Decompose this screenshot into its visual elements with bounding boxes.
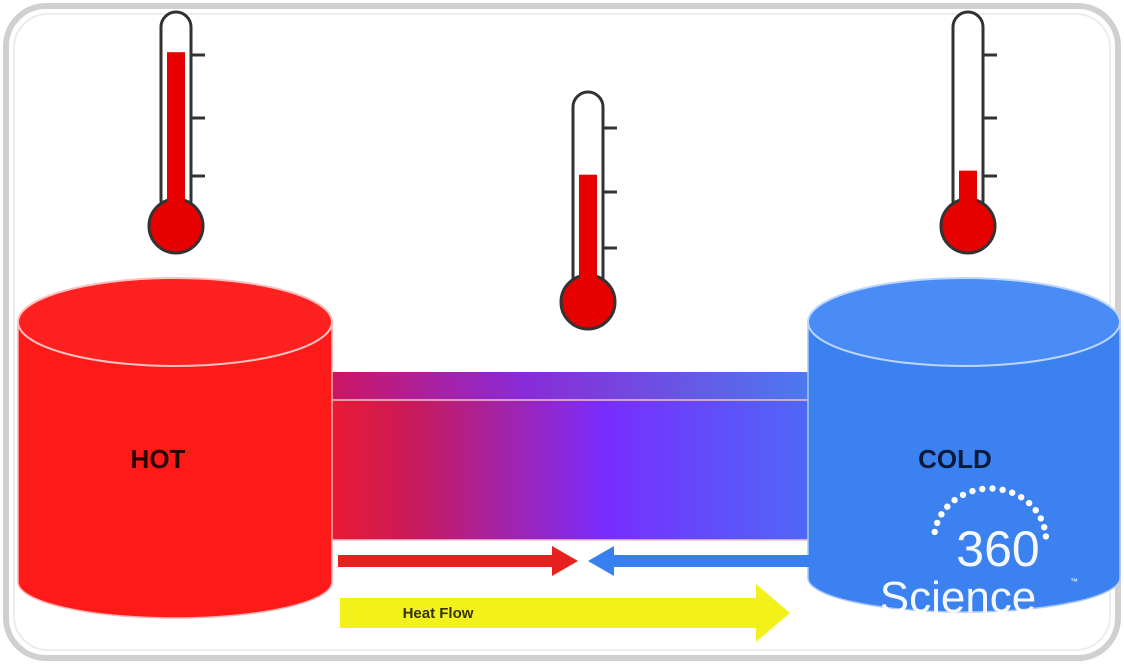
heat-flow-label: Heat Flow [403,605,474,622]
logo-dot [944,503,951,510]
logo-dot [1025,499,1033,507]
logo-dot [938,511,945,518]
logo-dot [1042,533,1050,540]
thermometer-bulb [147,197,205,255]
logo-dot [951,496,958,504]
logo-dot [999,486,1006,493]
heat-flow-arrow: Heat Flow [340,584,790,642]
thermometer-hot [147,10,205,255]
thermometer-mercury [167,52,185,219]
logo-dot [1032,507,1039,514]
thermometer-middle [559,90,617,331]
logo-trademark: ™ [1070,577,1078,586]
thermometer-neck [579,272,597,282]
logo-dot [1037,515,1045,522]
cold-cylinder-top [807,277,1121,367]
hot-label: HOT [131,444,186,474]
logo-dot [931,528,938,536]
thermometers [147,10,997,331]
logo-dots-arc [931,485,1050,540]
hot-to-middle-arrow [338,546,578,576]
bar-front-face [277,399,821,541]
logo-dot [979,485,986,493]
hot-cylinder: HOT [17,277,333,619]
hot-cylinder-top [17,277,333,367]
thermometer-neck [167,196,185,206]
cold-cylinder: COLD [807,277,1121,613]
logo-dot [1009,489,1016,496]
cold-cylinder-body [807,321,1121,613]
heat-flow-arrow-head [756,584,790,642]
logo-dot [989,485,996,492]
logo-dot [1041,524,1048,531]
logo-360-text: 360 [956,521,1039,577]
heat-flow-arrow-shaft [340,598,760,628]
logo-dot [969,487,976,495]
conduction-bar [277,372,821,541]
thermometer-bulb [939,197,997,255]
thermometer-bulb [559,273,617,331]
bar-top-face [278,372,820,400]
cold-label: COLD [918,444,992,474]
cold-to-middle-arrow [588,546,810,576]
logo-science-text: Science [880,573,1037,622]
thermometer-mercury [579,174,597,296]
thermometer-neck [959,196,977,206]
logo-dot [1018,494,1025,501]
logo-dot [959,491,967,499]
thermometer-cold [939,10,997,255]
hot-cylinder-body [17,321,333,619]
logo-dot [934,519,941,527]
logo-360-science: 360 Science ™ [880,485,1078,622]
